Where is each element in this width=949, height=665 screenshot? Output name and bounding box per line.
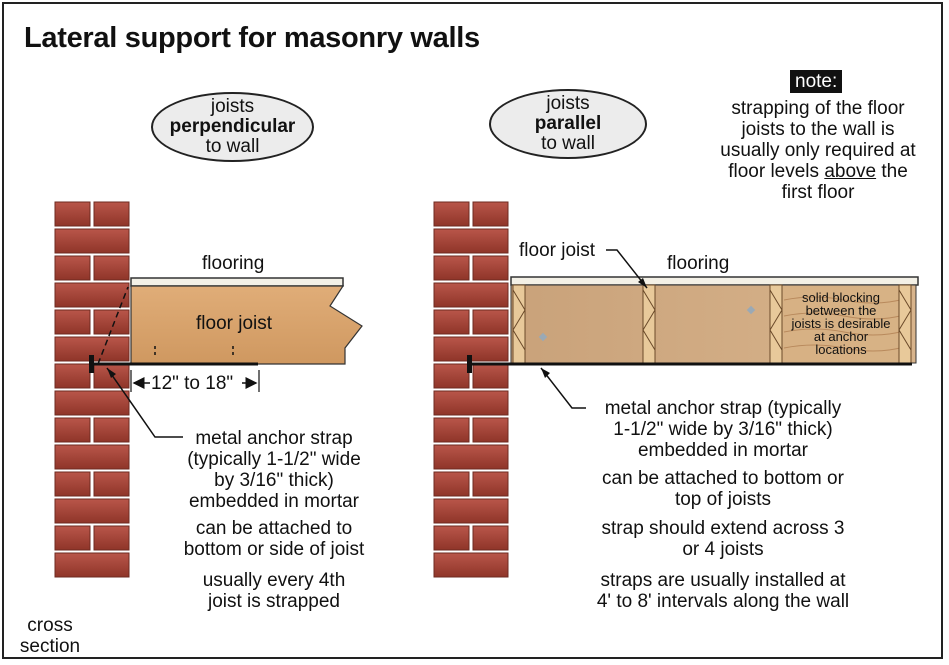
brick [93, 417, 130, 443]
note-tag: note: [790, 70, 843, 93]
brick [54, 525, 91, 551]
brick [54, 201, 91, 227]
brick [472, 255, 509, 281]
brick [54, 390, 130, 416]
spacing-label: 12" to 18" [151, 373, 234, 394]
brick [433, 444, 509, 470]
flooring-label-right: flooring [667, 253, 730, 274]
oval-line: joists [210, 96, 255, 117]
brick [472, 471, 509, 497]
brick [54, 309, 91, 335]
brick [54, 228, 130, 254]
brick [433, 471, 470, 497]
leader-arrowhead [541, 368, 550, 378]
brick [472, 309, 509, 335]
leader-arrowhead [107, 368, 116, 378]
brick [54, 255, 91, 281]
brick [54, 444, 130, 470]
oval-emphasis: parallel [534, 113, 602, 134]
brick [433, 390, 509, 416]
solid-blocking [780, 286, 901, 362]
brick [433, 201, 470, 227]
oval-emphasis: perpendicular [169, 116, 296, 137]
brick [54, 498, 130, 524]
brick [54, 471, 91, 497]
flooring-board-left [130, 277, 344, 287]
diagram-frame [2, 2, 943, 659]
fastener-mark [538, 332, 548, 342]
oval-line: joists [546, 93, 590, 114]
strap-bend-dashed [97, 286, 129, 365]
brick [433, 282, 509, 308]
brick [433, 498, 509, 524]
brick [472, 363, 509, 389]
flooring-board-right [510, 276, 919, 286]
brick [433, 363, 470, 389]
leader-line-floor-joist [606, 249, 648, 289]
brick [93, 309, 130, 335]
brick [93, 201, 130, 227]
leader-arrowhead [638, 278, 647, 288]
diagram-title: Lateral support for masonry walls [24, 22, 480, 54]
fastener-mark [746, 305, 756, 315]
brick [54, 417, 91, 443]
oval-perpendicular: joists perpendicular to wall [151, 92, 314, 162]
brick [433, 552, 509, 578]
brick [54, 282, 130, 308]
strap-anchor-end-left [89, 355, 94, 373]
oval-line: to wall [541, 133, 595, 154]
cross-section-label: cross section [19, 615, 81, 657]
attach-note-right: can be attached to bottom or top of jois… [602, 468, 844, 510]
floor-joist-label-left: floor joist [196, 313, 273, 334]
brick-wall-left [54, 201, 130, 578]
attach-note-left: can be attached to bottom or side of joi… [183, 518, 365, 560]
strap-description-right: metal anchor strap (typically 1-1/2" wid… [604, 398, 842, 461]
brick [433, 525, 470, 551]
brick [93, 525, 130, 551]
brick [472, 417, 509, 443]
brick [472, 201, 509, 227]
brick [54, 363, 91, 389]
oval-parallel: joists parallel to wall [489, 89, 647, 159]
blocking-note: solid blocking between the joists is des… [791, 290, 891, 357]
strap-anchor-end-right [467, 355, 472, 373]
brick [93, 471, 130, 497]
floor-joist-label-right: floor joist [519, 240, 596, 261]
brick [433, 417, 470, 443]
brick [472, 525, 509, 551]
leader-line-left [106, 367, 183, 438]
extend-note-right: strap should extend across 3 or 4 joists [601, 518, 845, 560]
flooring-label-left: flooring [202, 253, 265, 274]
frequency-note-left: usually every 4th joist is strapped [202, 570, 346, 612]
brick-wall-right [433, 201, 509, 578]
oval-line: to wall [205, 136, 260, 157]
brick [433, 228, 509, 254]
note-text: strapping of the floor joists to the wal… [720, 98, 916, 203]
brick [433, 255, 470, 281]
strap-description-left: metal anchor strap (typically 1-1/2" wid… [187, 428, 361, 512]
brick [93, 255, 130, 281]
brick [54, 552, 130, 578]
install-note-right: straps are usually installed at 4' to 8'… [596, 570, 850, 612]
leader-line-right [540, 367, 586, 409]
brick [433, 309, 470, 335]
